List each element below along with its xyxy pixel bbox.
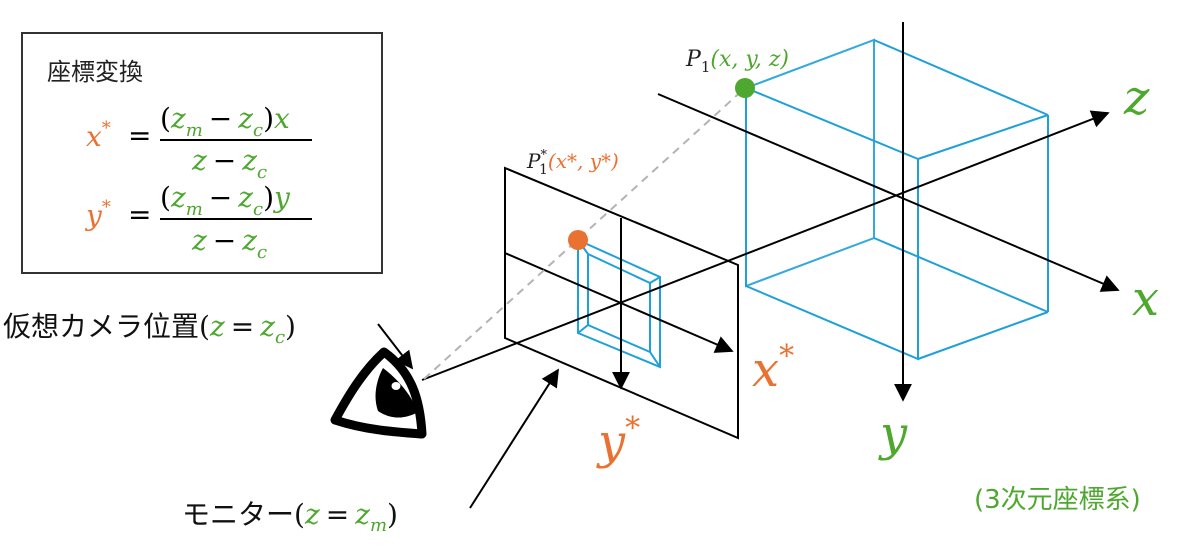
y-axis-label: y [878, 406, 908, 462]
svg-text:z−zc: z−zc [191, 224, 267, 263]
svg-text:(zm−zc)y: (zm−zc)y [160, 181, 291, 220]
svg-text:=: = [128, 198, 151, 231]
y-star-axis-label: y* [596, 411, 640, 470]
z-axis [421, 110, 1110, 381]
svg-text:x*: x* [86, 118, 111, 153]
svg-text:z−zc: z−zc [191, 144, 267, 183]
x-axis-label: x [1132, 271, 1159, 327]
y-star-equation: y* = (zm−zc)y z−zc [84, 181, 312, 263]
monitor-plane [504, 166, 739, 440]
svg-text:=: = [128, 119, 151, 152]
p1-star-label: P*1(x*, y*) [526, 148, 619, 178]
z-axis-label: z [1123, 70, 1150, 126]
svg-text:モニター(z=zm): モニター(z=zm) [182, 498, 398, 536]
svg-text:仮想カメラ位置(z=zc): 仮想カメラ位置(z=zc) [3, 310, 296, 348]
axes-3d [421, 22, 1120, 402]
svg-text:y*: y* [84, 197, 111, 232]
p1-label: P1(x, y, z) [685, 47, 789, 76]
coord-system-label: (3次元座標系) [974, 485, 1141, 515]
eye-icon [330, 347, 427, 439]
formula-title: 座標変換 [47, 58, 143, 86]
cube [745, 38, 1049, 361]
monitor-pointer-arrow [469, 368, 559, 509]
monitor-label: モニター(z=zm) [182, 498, 398, 536]
x-star-axis [504, 252, 734, 353]
camera-pointer-arrow [377, 323, 414, 370]
point-p1-star [568, 230, 588, 250]
svg-text:(zm−zc)x: (zm−zc)x [160, 102, 290, 141]
x-axis [657, 93, 1120, 292]
virtual-camera-label: 仮想カメラ位置(z=zc) [3, 310, 296, 348]
x-star-axis-label: x* [752, 339, 794, 398]
x-star-equation: x* = (zm−zc)x z−zc [86, 102, 312, 183]
point-p1 [735, 78, 755, 98]
formula-box: 座標変換 x* = (zm−zc)x z−zc y* = (zm−zc)y [21, 32, 383, 274]
